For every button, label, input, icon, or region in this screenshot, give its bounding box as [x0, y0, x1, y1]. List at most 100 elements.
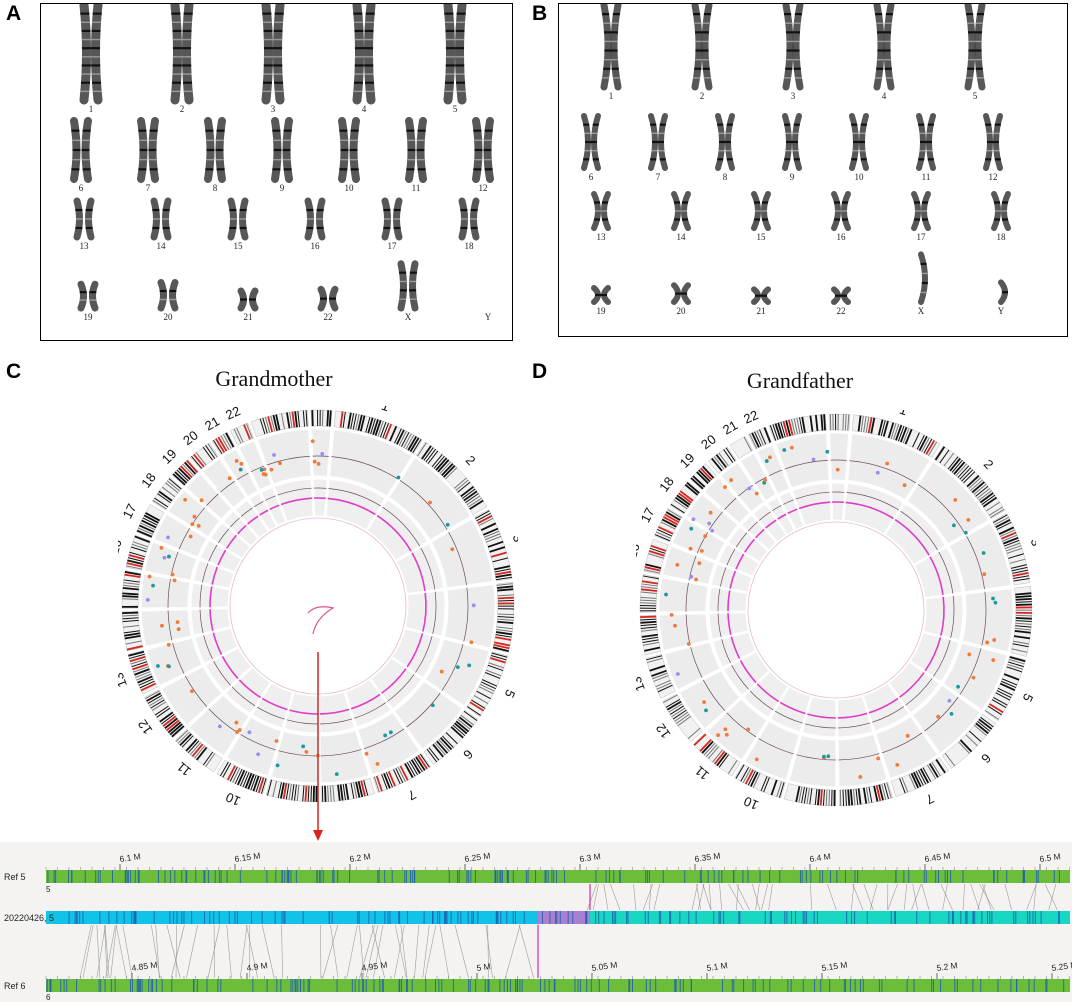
circos-sector-20: 20: [698, 431, 787, 543]
circos-title-grandfather: Grandfather: [746, 368, 854, 393]
circos-label-11: 11: [692, 763, 712, 783]
ref5-sub-label: 5: [46, 885, 51, 894]
circos-sector-9: 9: [783, 696, 837, 807]
circos-sector-y: Y: [310, 409, 333, 517]
chromosome-pair-2: 2: [170, 4, 194, 114]
circos-label-11: 11: [174, 759, 194, 779]
chromosome-label-21: 21: [757, 306, 766, 316]
chromosome-label-6: 6: [589, 172, 594, 182]
chromosome-pair-14: 14: [150, 197, 172, 251]
circos-inner-circle: [229, 517, 407, 695]
chromosome-label-10: 10: [345, 183, 355, 193]
circos-sector-4: 4: [404, 581, 515, 653]
chromosome-pair-21: 21: [751, 286, 771, 316]
chromosome-label-17: 17: [388, 241, 398, 251]
chromosome-pair-22: 22: [317, 285, 339, 322]
ref5-tick-label: 6.1 M: [119, 851, 141, 864]
circos-label-7: 7: [923, 791, 936, 808]
circos-sector-18: 18: [656, 474, 769, 563]
circos-sector-x: X: [768, 410, 832, 527]
panel-letter-a: A: [6, 2, 22, 25]
chromosome-pair-18: 18: [458, 197, 480, 251]
circos-label-21: 21: [720, 417, 740, 437]
chromosome-pair-11: 11: [405, 117, 427, 193]
query-bar-left: [46, 911, 538, 924]
chromosome-pair-4: 4: [873, 4, 895, 101]
chromosome-pair-20: 20: [157, 279, 179, 322]
circos-label-17: 17: [638, 505, 658, 525]
chromosome-pair-9: 9: [782, 113, 802, 182]
circos-sector-3: 3: [395, 509, 518, 595]
chromosome-label-18: 18: [997, 232, 1007, 242]
chromosome-pair-2: 2: [691, 4, 713, 101]
circos-label-12: 12: [135, 717, 156, 737]
chromosome-pair-11: 11: [916, 113, 936, 182]
circos-label-1: 1: [380, 406, 392, 414]
circos-label-22: 22: [223, 406, 242, 423]
chromosome-label-5: 5: [453, 104, 458, 114]
ref5-label: Ref 5: [4, 872, 26, 882]
chromosome-pair-10: 10: [849, 113, 869, 182]
query-label: 20220426, 5: [4, 913, 54, 923]
chromosome-label-2: 2: [180, 104, 185, 114]
chromosome-pair-6: 6: [70, 117, 92, 193]
circos-sector-x: X: [250, 406, 314, 523]
chromosome-pair-9: 9: [271, 117, 293, 193]
circos-label-10: 10: [223, 789, 242, 806]
circos-sector-1: 1: [843, 410, 941, 535]
chromosome-label-15: 15: [234, 241, 244, 251]
chromosome-label-x: X: [405, 312, 412, 322]
chromosome-pair-19: 19: [591, 285, 611, 316]
ref6-tick-label: 4.95 M: [361, 959, 388, 973]
circos-sector-22: 22: [741, 410, 805, 531]
chromosome-pair-22: 22: [831, 286, 851, 316]
circos-sector-7: 7: [862, 682, 949, 808]
chromosome-pair-6: 6: [581, 113, 601, 182]
chromosome-label-12: 12: [479, 183, 488, 193]
chromosome-pair-20: 20: [671, 282, 691, 316]
chromosome-pair-3: 3: [782, 4, 804, 101]
chromosome-label-12: 12: [989, 172, 998, 182]
ref6-tick-label: 5.2 M: [936, 960, 958, 973]
chromosome-pair-y: Y: [998, 279, 1008, 316]
circos-sector-3: 3: [913, 513, 1036, 599]
circos-label-5: 5: [1020, 691, 1036, 704]
chromosome-pair-13: 13: [73, 197, 95, 251]
chromosome-pair-16: 16: [304, 197, 326, 251]
circos-label-13: 13: [636, 675, 648, 694]
circos-sector-14: 14: [121, 608, 232, 652]
chromosome-pair-16: 16: [831, 191, 851, 242]
circos-sector-12: 12: [135, 647, 253, 739]
chromosome-label-15: 15: [757, 232, 767, 242]
chromosome-label-6: 6: [79, 183, 84, 193]
circos-sector-22: 22: [223, 406, 287, 527]
chromosome-pair-10: 10: [338, 117, 360, 193]
ref6-tick-label: 5.25 M: [1051, 959, 1072, 973]
circos-sector-16: 16: [118, 534, 235, 589]
chromosome-label-3: 3: [271, 104, 276, 114]
circos-sector-1: 1: [325, 406, 423, 531]
ref5-tick-label: 6.15 M: [234, 850, 261, 864]
chromosome-label-20: 20: [164, 312, 174, 322]
ref5-bar: [46, 870, 1070, 883]
ref5-tick-label: 6.3 M: [579, 851, 601, 864]
circos-label-x: X: [270, 406, 282, 407]
chromosome-pair-15: 15: [227, 197, 249, 251]
chromosome-label-7: 7: [146, 183, 151, 193]
circos-label-18: 18: [138, 470, 159, 491]
chromosome-label-16: 16: [311, 241, 321, 251]
circos-sector-2: 2: [884, 445, 1006, 566]
panel-letter-b: B: [532, 2, 548, 25]
chromosome-pair-5: 5: [964, 4, 986, 101]
circos-label-1: 1: [898, 410, 910, 418]
ref6-tick-label: 4.85 M: [131, 959, 158, 973]
circos-sector-21: 21: [202, 413, 278, 531]
circos-label-10: 10: [741, 793, 760, 810]
chromosome-label-3: 3: [791, 91, 796, 101]
chromosome-label-20: 20: [677, 306, 687, 316]
ref5-tick-label: 6.5 M: [1039, 851, 1061, 864]
circos-sector-11: 11: [174, 666, 271, 779]
